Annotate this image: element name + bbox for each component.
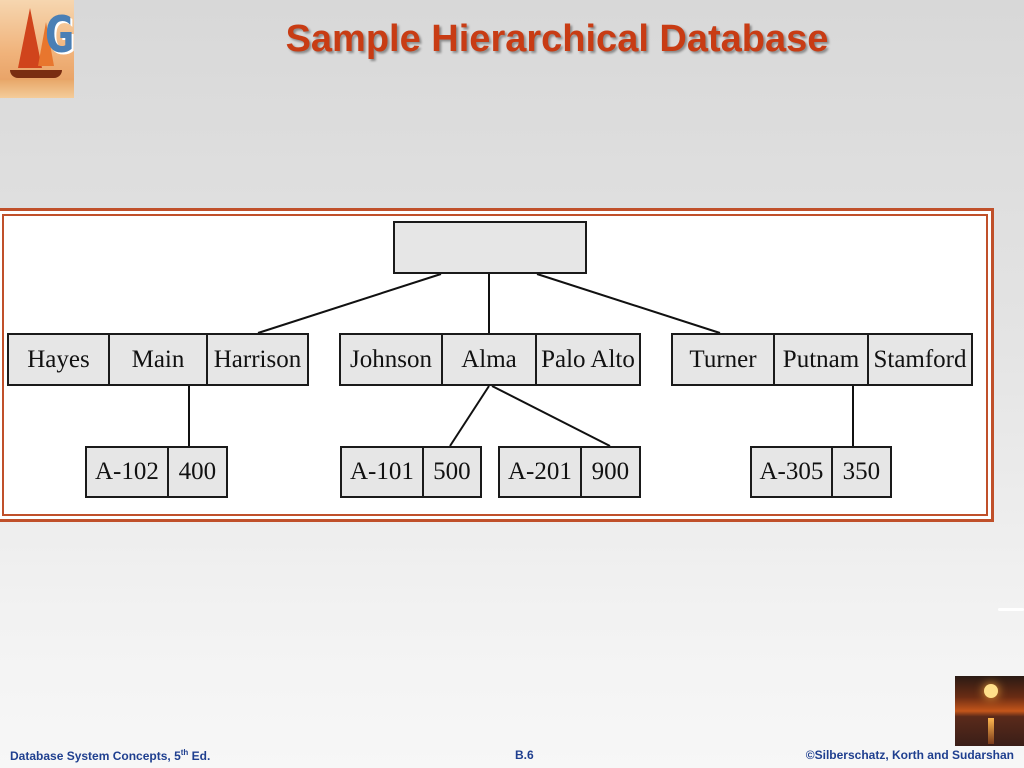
root-node xyxy=(393,221,587,274)
customer-name: Hayes xyxy=(9,335,110,384)
customer-street: Alma xyxy=(443,335,537,384)
diagram-frame-inner xyxy=(2,214,988,516)
decorative-stroke xyxy=(998,608,1024,611)
footer-book-title: Database System Concepts, 5th Ed. xyxy=(10,748,210,763)
footer-book-name: Database System Concepts, 5 xyxy=(10,749,181,763)
account-record: A-201 900 xyxy=(498,446,641,498)
account-balance: 900 xyxy=(591,458,630,485)
customer-name: Turner xyxy=(673,335,775,384)
account-record: A-305 350 xyxy=(750,446,892,498)
sail-shape-small xyxy=(38,22,54,66)
boat-hull xyxy=(10,70,62,78)
sun-shape xyxy=(984,684,998,698)
book-logo: G xyxy=(0,0,74,98)
customer-record: Turner Putnam Stamford xyxy=(671,333,973,386)
customer-city: Stamford xyxy=(873,345,967,373)
footer-edition-suffix: Ed. xyxy=(188,749,211,763)
footer-edition-sup: th xyxy=(180,748,189,757)
account-number: A-101 xyxy=(342,448,424,496)
customer-street: Main xyxy=(110,335,208,384)
account-record: A-101 500 xyxy=(340,446,482,498)
account-balance: 400 xyxy=(178,458,217,485)
account-balance: 500 xyxy=(433,458,471,485)
logo-letter: G xyxy=(44,6,74,64)
customer-street: Putnam xyxy=(775,335,869,384)
footer-copyright: ©Silberschatz, Korth and Sudarshan xyxy=(805,748,1014,762)
customer-city: Harrison xyxy=(213,345,302,373)
customer-record: Hayes Main Harrison xyxy=(7,333,309,386)
sunset-image xyxy=(955,676,1024,746)
customer-record: Johnson Alma Palo Alto xyxy=(339,333,641,386)
sun-reflection xyxy=(988,718,994,744)
slide-title: Sample Hierarchical Database xyxy=(285,18,829,60)
footer-page-number: B.6 xyxy=(515,748,534,762)
account-balance: 350 xyxy=(842,458,881,485)
account-number: A-201 xyxy=(500,448,582,496)
account-number: A-102 xyxy=(87,448,169,496)
customer-city: Palo Alto xyxy=(541,345,635,373)
account-number: A-305 xyxy=(752,448,833,496)
customer-name: Johnson xyxy=(341,335,443,384)
account-record: A-102 400 xyxy=(85,446,228,498)
water-shape xyxy=(0,80,74,98)
